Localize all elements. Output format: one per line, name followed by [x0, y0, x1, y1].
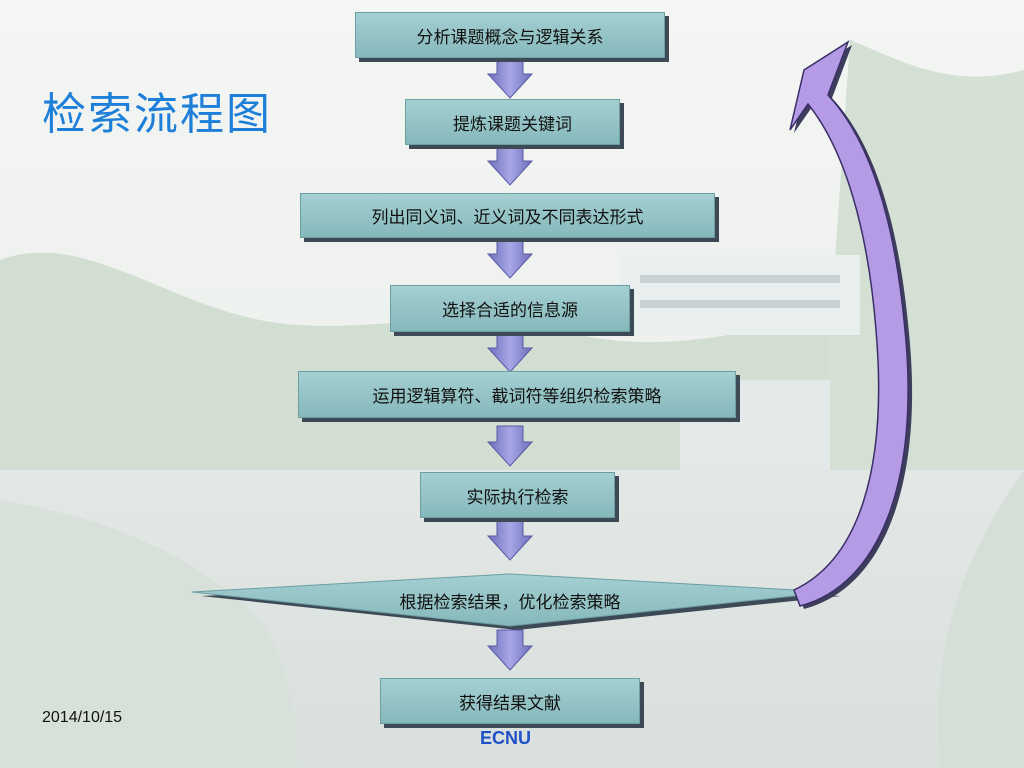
step-analyze-concepts: 分析课题概念与逻辑关系: [355, 12, 665, 58]
step-optimize-strategy: 根据检索结果，优化检索策略: [399, 592, 621, 613]
page-title: 检索流程图: [42, 89, 272, 140]
footer-label: ECNU: [480, 728, 532, 748]
step-build-strategy: 运用逻辑算符、截词符等组织检索策略: [298, 371, 736, 418]
step-choose-sources: 选择合适的信息源: [390, 285, 630, 332]
date-label: 2014/10/15: [42, 709, 123, 726]
step-obtain-results: 获得结果文献: [380, 678, 640, 724]
step-execute-search: 实际执行检索: [420, 472, 615, 518]
step-list-synonyms: 列出同义词、近义词及不同表达形式: [300, 193, 715, 238]
step-extract-keywords: 提炼课题关键词: [405, 99, 620, 145]
